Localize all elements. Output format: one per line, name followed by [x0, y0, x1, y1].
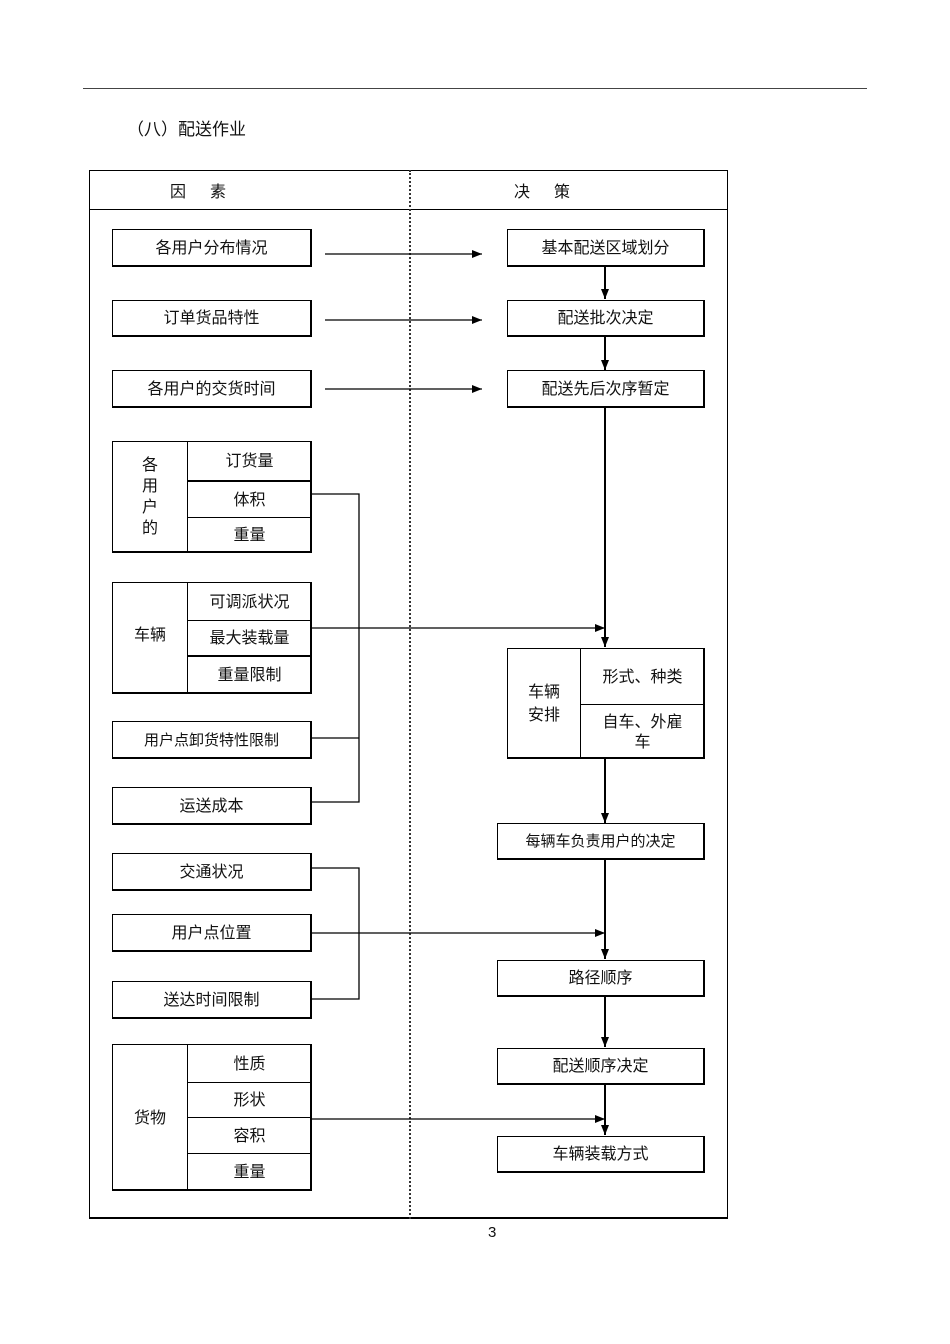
factor-distribution: 各用户分布情况 — [112, 229, 312, 267]
vehicle-arrangement-item: 形式、种类 — [581, 649, 704, 705]
factor-order-traits: 订单货品特性 — [112, 300, 312, 337]
factor-unload-limit: 用户点卸货特性限制 — [112, 721, 312, 759]
vehicle-group: 车辆 可调派状况 最大装载量 重量限制 — [112, 582, 312, 694]
goods-group-item: 性质 — [188, 1045, 311, 1083]
decision-route-order: 路径顺序 — [497, 960, 705, 997]
section-title: （八）配送作业 — [127, 120, 246, 140]
column-divider — [409, 170, 411, 1219]
user-group-item: 体积 — [188, 482, 311, 518]
user-group-item: 订货量 — [188, 442, 311, 482]
vehicle-group-item: 最大装载量 — [188, 621, 311, 657]
user-group-item: 重量 — [233, 525, 266, 544]
decision-zone-division: 基本配送区域划分 — [507, 229, 705, 267]
vehicle-group-label: 车辆 — [113, 583, 188, 693]
diagram-frame — [89, 170, 728, 1219]
vehicle-arrangement: 车辆安排 形式、种类 自车、外雇车 — [507, 648, 705, 759]
goods-group-item: 容积 — [188, 1118, 311, 1154]
header-rule — [83, 88, 867, 89]
user-group: 各用户的 订货量 体积 重量 — [112, 441, 312, 553]
factor-delivery-time: 各用户的交货时间 — [112, 370, 312, 408]
user-group-label: 各用户的 — [113, 442, 188, 552]
decision-loading-method: 车辆装载方式 — [497, 1136, 705, 1173]
goods-group-item: 形状 — [188, 1083, 311, 1118]
factor-transport-cost: 运送成本 — [112, 787, 312, 825]
decision-sequence-tentative: 配送先后次序暂定 — [507, 370, 705, 408]
vehicle-group-item: 重量限制 — [217, 665, 282, 684]
decision-batch: 配送批次决定 — [507, 300, 705, 337]
factors-header: 因素 — [170, 182, 251, 201]
factor-traffic: 交通状况 — [112, 853, 312, 891]
bracket-1 — [311, 493, 360, 803]
goods-group-item: 重量 — [233, 1162, 266, 1181]
factor-location: 用户点位置 — [112, 914, 312, 952]
decision-delivery-order: 配送顺序决定 — [497, 1048, 705, 1085]
goods-group: 货物 性质 形状 容积 重量 — [112, 1044, 312, 1191]
decisions-header: 决策 — [514, 182, 595, 201]
decision-vehicle-assignment: 每辆车负责用户的决定 — [497, 823, 705, 860]
goods-group-label: 货物 — [113, 1045, 188, 1190]
factor-time-limit: 送达时间限制 — [112, 981, 312, 1019]
header-separator — [89, 209, 728, 210]
page-number: 3 — [488, 1224, 497, 1241]
vehicle-arrangement-label: 车辆安排 — [508, 649, 581, 758]
vehicle-arrangement-item: 自车、外雇车 — [602, 711, 683, 751]
vehicle-group-item: 可调派状况 — [188, 583, 311, 621]
